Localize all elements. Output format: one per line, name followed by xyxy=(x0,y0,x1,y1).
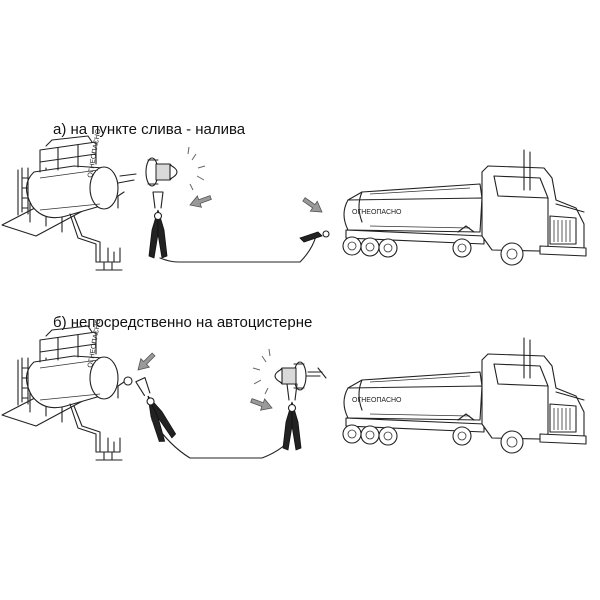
ground-clamp-a xyxy=(148,191,168,259)
grounding-cable-a xyxy=(159,235,317,263)
grounding-cable-b xyxy=(151,419,289,459)
scene-a: ОГНЕОПАСНО ОГНЕОПАСНО xyxy=(1,128,587,271)
tanker-truck-a xyxy=(342,149,587,266)
caption-a: а) на пункте слива - налива xyxy=(53,121,246,138)
connector-b xyxy=(305,367,327,379)
arrow-bolt-b xyxy=(133,349,159,375)
storage-tank-a xyxy=(1,135,125,271)
lamp-rays-a xyxy=(187,146,206,191)
ground-clamp-b-tanker xyxy=(282,383,302,451)
caption-b: б) непосредственно на автоцистерне xyxy=(53,314,313,331)
scene-b: ОГНЕОПАСНО ОГНЕОПАСНО xyxy=(1,318,587,461)
lamp-rays-b xyxy=(252,348,271,395)
tanker-label-b: ОГНЕОПАСНО xyxy=(352,397,402,404)
signal-lamp-a xyxy=(145,157,178,187)
tanker-truck-b xyxy=(342,337,587,454)
ground-clamp-b-tank xyxy=(131,375,177,444)
arrow-clamp-a xyxy=(187,191,214,212)
tanker-label-a: ОГНЕОПАСНО xyxy=(352,209,402,216)
storage-tank-b xyxy=(1,325,125,461)
signal-lamp-b xyxy=(274,361,307,391)
arrow-tanker-a xyxy=(300,194,326,218)
arrow-clamp-b xyxy=(248,394,275,415)
tanker-clamp-a xyxy=(299,230,330,243)
ground-bolt-b xyxy=(123,376,133,386)
connector-a xyxy=(117,173,137,184)
